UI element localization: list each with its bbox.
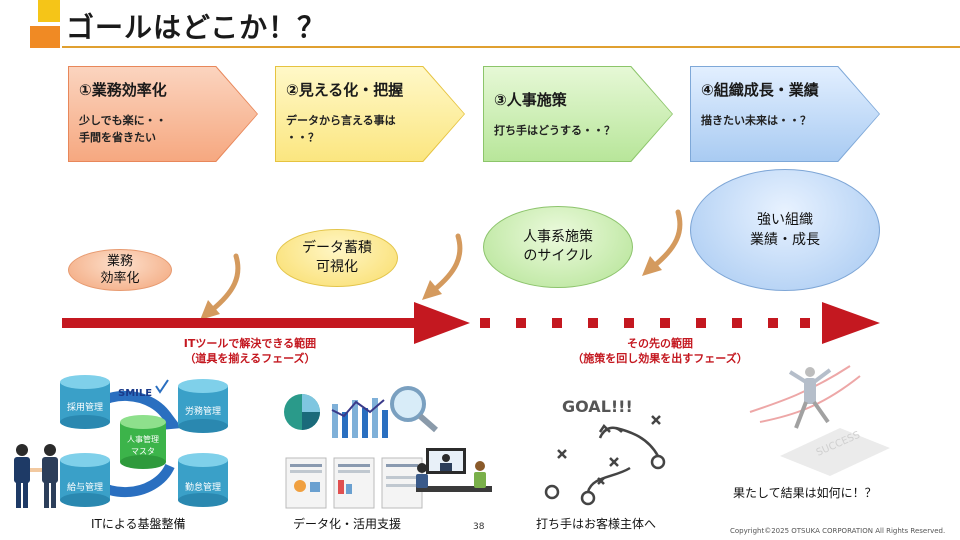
curved-arrow-icon xyxy=(200,253,241,320)
cylinder-label: 労務管理 xyxy=(185,405,221,417)
handshake-people-icon xyxy=(14,444,58,508)
phase-label-text: その先の範囲 （施策を回し効果を出すフェーズ） xyxy=(572,337,748,365)
hr-system-illustration: 採用管理 労務管理 給与管理 勤怠管理 人事管理 マスタ SMILE xyxy=(14,375,228,508)
caption-data-support: データ化・活用支援 xyxy=(293,517,402,531)
cylinder-label: 採用管理 xyxy=(67,401,103,413)
caption-customer-driven: 打ち手はお客様主体へ xyxy=(536,517,657,531)
phase-it-tools: ITツールで解決できる範囲 （道具を揃えるフェーズ） xyxy=(150,336,350,366)
cylinder-recruiting: 採用管理 xyxy=(60,375,110,429)
cylinder-labor: 労務管理 xyxy=(178,379,228,433)
step-title: ③人事施策 xyxy=(494,91,567,109)
page-number: 38 xyxy=(473,522,485,532)
data-analysis-illustration xyxy=(284,386,492,509)
success-illustration: SUCCESS xyxy=(749,365,890,476)
document-icon xyxy=(285,457,327,509)
title-underline xyxy=(62,46,960,48)
cylinder-label: 勤怠管理 xyxy=(185,481,221,493)
page-title: ゴールはどこか！？ xyxy=(66,11,327,44)
bubble-strong-organization: 強い組織 業績・成長 xyxy=(690,169,880,291)
cylinder-master: 人事管理 マスタ xyxy=(120,415,166,469)
goal-text: GOAL!!! xyxy=(562,397,633,416)
brand-text: SMILE xyxy=(118,388,152,399)
magnifier-icon xyxy=(390,386,438,433)
step-growth: ④組織成長・業績 描きたい未来は・・？ xyxy=(690,66,880,162)
bubble-efficiency: 業務 効率化 xyxy=(68,249,172,291)
curved-arrow-icon xyxy=(422,233,463,300)
runner-icon xyxy=(788,367,832,429)
step-desc: データから言える事は ・・？ xyxy=(286,114,396,144)
check-icon xyxy=(155,379,169,394)
document-icon xyxy=(333,457,375,509)
cylinder-attendance: 勤怠管理 xyxy=(178,453,228,507)
timeline-dots xyxy=(480,318,810,328)
timeline-arrowhead xyxy=(414,302,470,344)
document-icon xyxy=(381,457,423,509)
step-efficiency: ①業務効率化 少しでも楽に・・ 手間を省きたい xyxy=(68,66,258,162)
bar-chart-icon xyxy=(331,398,388,438)
step-desc: 少しでも楽に・・ 手間を省きたい xyxy=(79,114,167,144)
meeting-people-icon xyxy=(416,448,492,492)
step-visualization: ②見える化・把握 データから言える事は ・・？ xyxy=(275,66,465,162)
caption-result: 果たして結果は如何に！？ xyxy=(733,486,877,500)
timeline-solid-bar xyxy=(62,318,422,328)
bubble-data-visualization: データ蓄積 可視化 xyxy=(276,229,398,287)
curved-arrow-icon xyxy=(642,209,683,276)
copyright: Copyright©2025 OTSUKA CORPORATION All Ri… xyxy=(730,527,946,535)
step-title: ②見える化・把握 xyxy=(286,81,404,99)
phase-label-text: ITツールで解決できる範囲 （道具を揃えるフェーズ） xyxy=(183,337,317,365)
step-hr-measures: ③人事施策 打ち手はどうする・・？ xyxy=(483,66,673,162)
step-title: ①業務効率化 xyxy=(79,81,167,99)
step-desc: 描きたい未来は・・？ xyxy=(701,114,811,127)
timeline-end-arrowhead xyxy=(822,302,880,344)
logo-square-yellow xyxy=(38,0,60,22)
phase-beyond: その先の範囲 （施策を回し効果を出すフェーズ） xyxy=(560,336,760,366)
cylinder-label: マスタ xyxy=(131,447,155,456)
cylinder-label: 給与管理 xyxy=(67,481,103,493)
tactics-illustration: GOAL!!! xyxy=(544,397,666,506)
caption-infrastructure: ITによる基盤整備 xyxy=(91,517,186,531)
pie-chart-icon xyxy=(284,394,320,430)
logo-square-orange xyxy=(30,26,60,48)
cylinder-payroll: 給与管理 xyxy=(60,453,110,507)
timeline-arrow xyxy=(62,302,880,344)
step-title: ④組織成長・業績 xyxy=(701,81,819,99)
bubble-hr-cycle: 人事系施策 のサイクル xyxy=(483,206,633,288)
cylinder-label: 人事管理 xyxy=(127,434,159,444)
step-desc: 打ち手はどうする・・？ xyxy=(494,124,615,137)
